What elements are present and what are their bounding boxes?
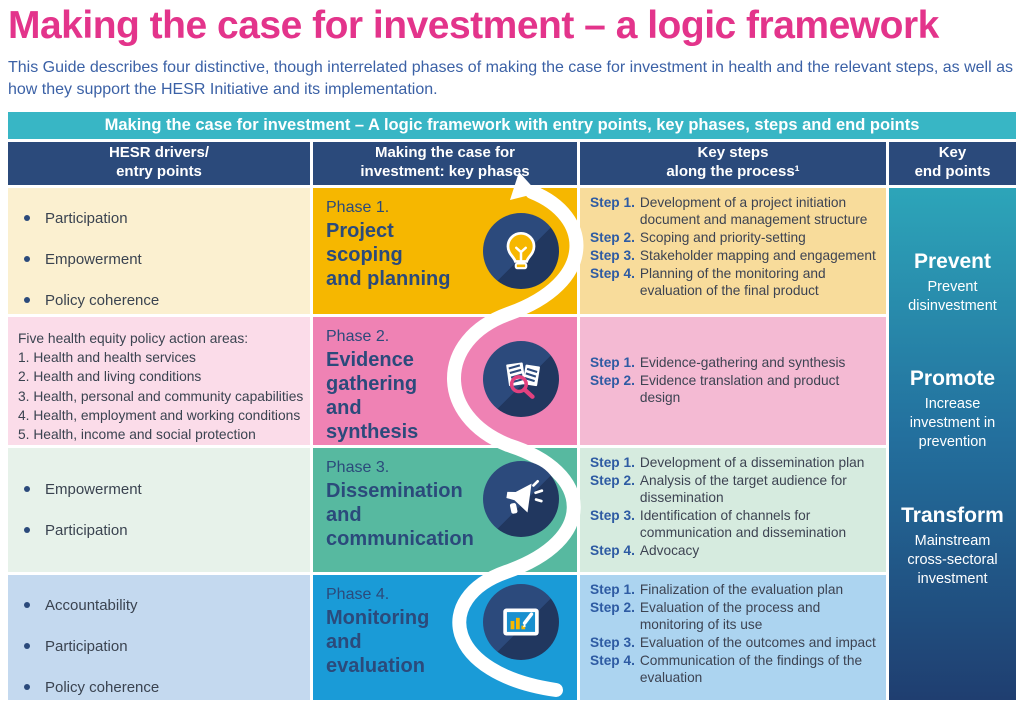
step-item: Step 1.Evidence-gathering and synthesis	[590, 354, 846, 370]
entry-list-item: 2. Health and living conditions	[18, 369, 202, 385]
steps-phase2: Step 1.Evidence-gathering and synthesis …	[580, 316, 886, 445]
entry-point-label: Policy coherence	[45, 291, 160, 309]
documents-magnifier-icon	[483, 340, 559, 417]
entry-heading: Five health equity policy action areas:	[18, 330, 249, 346]
step-item: Step 2.Analysis of the target audience f…	[590, 472, 847, 505]
entry-list-item: 3. Health, personal and community capabi…	[18, 388, 304, 404]
step-item: Step 1.Finalization of the evaluation pl…	[590, 581, 844, 597]
step-item: Step 1.Development of a project initiati…	[590, 194, 868, 227]
entry-point-item: Participation	[24, 522, 302, 539]
entry-list-item: 4. Health, employment and working condit…	[18, 407, 301, 423]
phase3-label: Phase 3.	[326, 458, 390, 476]
end-point-subtitle: Increase investment in prevention	[909, 396, 996, 451]
entry-point-item: Participation	[24, 210, 302, 227]
entry-point-label: Participation	[45, 637, 128, 655]
entry-list-item: 5. Health, income and social protection	[18, 427, 256, 443]
header-hesr-drivers: HESR drivers/ entry points	[8, 141, 310, 185]
entry-points-phase4: Accountability Participation Policy cohe…	[8, 574, 310, 700]
entry-points-phase2: Five health equity policy action areas: …	[8, 316, 310, 445]
entry-point-item: Accountability	[24, 597, 302, 614]
bullet-icon	[24, 215, 30, 222]
table-banner-title: Making the case for investment – A logic…	[104, 115, 920, 134]
phase1-title: Project scoping and planning	[326, 219, 451, 290]
steps-phase3: Step 1.Development of a dissemination pl…	[580, 447, 886, 572]
entry-point-label: Participation	[45, 521, 128, 539]
phase1-cell: Phase 1. Project scoping and planning	[313, 187, 577, 314]
end-point-title: Promote	[909, 367, 996, 391]
entry-point-item: Participation	[24, 638, 302, 655]
step-item: Step 3.Identification of channels for co…	[590, 507, 847, 540]
bullet-icon	[24, 602, 30, 609]
phase4-title: Monitoring and evaluation	[326, 606, 430, 677]
step-item: Step 2.Evaluation of the process and mon…	[590, 599, 821, 632]
monitoring-chart-tablet-icon	[483, 583, 559, 660]
bullet-icon	[24, 527, 30, 534]
framework-table: HESR drivers/ entry points Making the ca…	[8, 141, 1016, 700]
steps-phase4: Step 1.Finalization of the evaluation pl…	[580, 574, 886, 700]
steps-phase1: Step 1.Development of a project initiati…	[580, 187, 886, 314]
phase4-label: Phase 4.	[326, 585, 390, 603]
entry-points-phase1: Participation Empowerment Policy coheren…	[8, 187, 310, 314]
end-point-block: Transform Mainstream cross-sectoral inve…	[897, 504, 1009, 589]
phase2-title: Evidence gathering and synthesis	[326, 348, 419, 443]
bullet-icon	[24, 297, 30, 304]
end-point-subtitle: Prevent disinvestment	[908, 278, 997, 314]
phase2-cell: Phase 2. Evidence gathering and synthesi…	[313, 316, 577, 445]
step-item: Step 2.Evidence translation and product …	[590, 372, 840, 405]
entry-point-label: Accountability	[45, 596, 138, 614]
step-item: Step 4.Planning of the monitoring and ev…	[590, 265, 826, 298]
phase3-cell: Phase 3. Dissemination and communication	[313, 447, 577, 572]
bullet-icon	[24, 486, 30, 493]
lightbulb-icon	[483, 212, 559, 289]
header-key-steps: Key steps along the process¹	[580, 141, 886, 185]
entry-point-item: Policy coherence	[24, 292, 302, 309]
step-item: Step 3.Evaluation of the outcomes and im…	[590, 634, 876, 650]
step-item: Step 2.Scoping and priority-setting	[590, 229, 806, 245]
end-point-block: Promote Increase investment in preventio…	[897, 367, 1009, 452]
header-key-phases: Making the case for investment: key phas…	[313, 141, 577, 185]
step-item: Step 4.Advocacy	[590, 542, 700, 558]
phase2-label: Phase 2.	[326, 327, 390, 345]
step-item: Step 1.Development of a dissemination pl…	[590, 454, 865, 470]
entry-point-label: Policy coherence	[45, 678, 160, 696]
megaphone-icon	[483, 460, 559, 537]
step-item: Step 3.Stakeholder mapping and engagemen…	[590, 247, 876, 263]
bullet-icon	[24, 256, 30, 263]
end-point-subtitle: Mainstream cross-sectoral investment	[907, 532, 998, 587]
entry-list-item: 1. Health and health services	[18, 350, 196, 366]
header-key-end-points: Key end points	[889, 141, 1016, 185]
end-point-title: Prevent	[913, 249, 992, 273]
intro-paragraph: This Guide describes four distinctive, t…	[8, 58, 1013, 99]
entry-points-phase3: Empowerment Participation	[8, 447, 310, 572]
key-end-points-column: Prevent Prevent disinvestment Promote In…	[889, 187, 1016, 700]
entry-point-item: Policy coherence	[24, 679, 302, 696]
phase3-title: Dissemination and communication	[326, 479, 474, 550]
phase4-cell: Phase 4. Monitoring and evaluation	[313, 574, 577, 700]
step-item: Step 4.Communication of the findings of …	[590, 652, 863, 685]
table-banner: Making the case for investment – A logic…	[8, 111, 1016, 139]
entry-point-item: Empowerment	[24, 251, 302, 268]
end-point-block: Prevent Prevent disinvestment	[897, 250, 1009, 316]
entry-point-label: Participation	[45, 209, 128, 227]
phase1-label: Phase 1.	[326, 198, 390, 216]
end-point-title: Transform	[901, 503, 1004, 527]
bullet-icon	[24, 643, 30, 650]
page-title: Making the case for investment – a logic…	[8, 4, 939, 47]
entry-point-item: Empowerment	[24, 481, 302, 498]
bullet-icon	[24, 684, 30, 691]
entry-point-label: Empowerment	[45, 250, 142, 268]
entry-point-label: Empowerment	[45, 480, 142, 498]
